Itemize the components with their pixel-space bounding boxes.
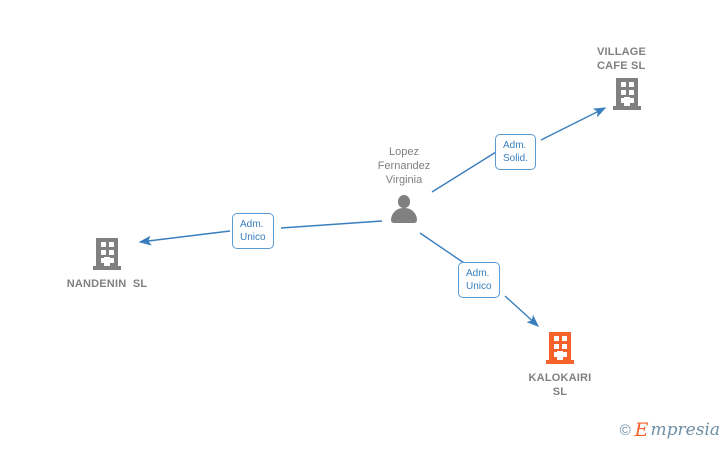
- edge-line-village-cafe-2: [540, 107, 607, 141]
- brand-initial: E: [634, 419, 649, 441]
- edge-label-adm-solid[interactable]: Adm. Solid.: [495, 134, 537, 170]
- node-label-village-cafe-sl: VILLAGE CAFE SL: [597, 46, 647, 72]
- brand-name: mpresia: [650, 420, 721, 440]
- watermark-empresia: © E mpresia: [620, 421, 720, 440]
- edge-line-kalokairi: [419, 232, 465, 264]
- node-kalokairi-sl[interactable]: KALOKAIRI SL: [500, 332, 620, 399]
- node-village-cafe-sl[interactable]: VILLAGE CAFE SL: [597, 45, 717, 110]
- edge-label-adm-unico-nandenin[interactable]: Adm. Unico: [232, 213, 274, 249]
- edge-line-kalokairi-2: [504, 295, 540, 327]
- node-label-nandenin-sl: NANDENIN SL: [66, 278, 148, 290]
- node-lopez-fernandez-virginia[interactable]: Lopez Fernandez Virginia: [349, 145, 459, 223]
- building-icon: [546, 332, 574, 364]
- person-icon: [389, 195, 419, 223]
- edge-label-adm-unico-kalokairi[interactable]: Adm. Unico: [458, 262, 500, 298]
- node-label-lopez-fernandez-virginia: Lopez Fernandez Virginia: [377, 146, 431, 186]
- building-icon: [93, 238, 121, 270]
- node-label-kalokairi-sl: KALOKAIRI SL: [528, 372, 592, 398]
- building-icon: [613, 78, 641, 110]
- node-nandenin-sl[interactable]: NANDENIN SL: [47, 238, 167, 291]
- copyright-symbol: ©: [619, 422, 631, 439]
